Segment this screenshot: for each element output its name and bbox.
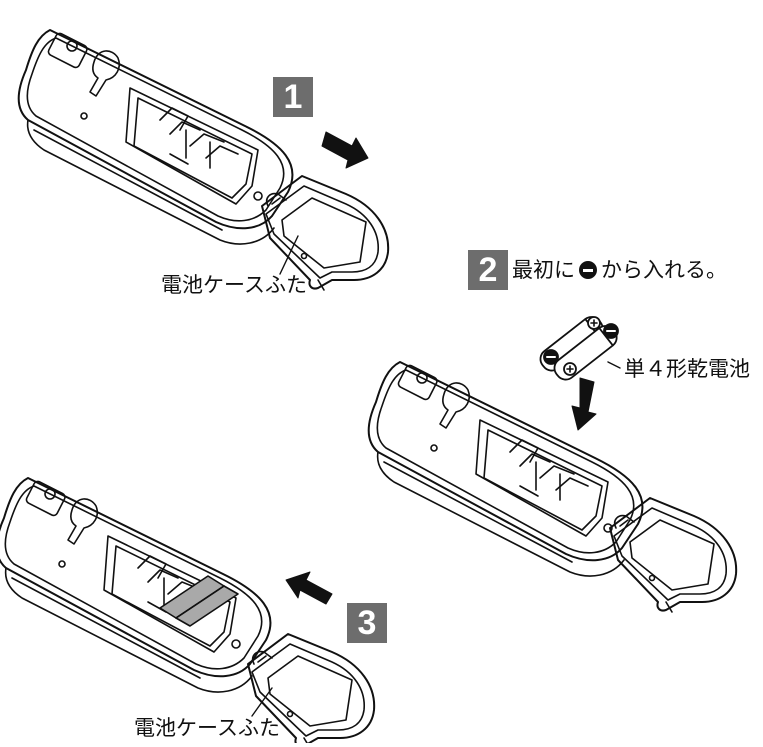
step-2-text-before: 最初に [512, 258, 575, 282]
leader-line-cover-bottom [251, 687, 273, 717]
installed-batteries [159, 575, 239, 627]
remote-step1 [17, 29, 294, 245]
remote-step2 [367, 361, 644, 577]
remote-step3 [0, 477, 272, 693]
label-battery-cover-bottom: 電池ケースふた [134, 716, 280, 740]
arrow-insert-down [571, 377, 597, 431]
arrow-slide-in [285, 571, 333, 605]
step-3-badge: 3 [347, 603, 387, 643]
step-1-badge: 1 [273, 77, 313, 117]
leader-line-cover-top [279, 235, 299, 275]
step-2-badge: 2 [468, 250, 508, 290]
step-2-text-after: から入れる。 [601, 258, 727, 282]
step-2-instruction: 最初に から入れる。 [512, 257, 727, 283]
leader-line-battery [607, 361, 621, 369]
label-battery-cover-top: 電池ケースふた [161, 273, 307, 297]
minus-circle-icon [579, 261, 597, 279]
arrow-slide-out [321, 131, 369, 169]
label-battery-type: 単４形乾電池 [624, 357, 750, 381]
batteries-aaa [539, 316, 619, 381]
battery-cover-step2 [609, 497, 738, 613]
